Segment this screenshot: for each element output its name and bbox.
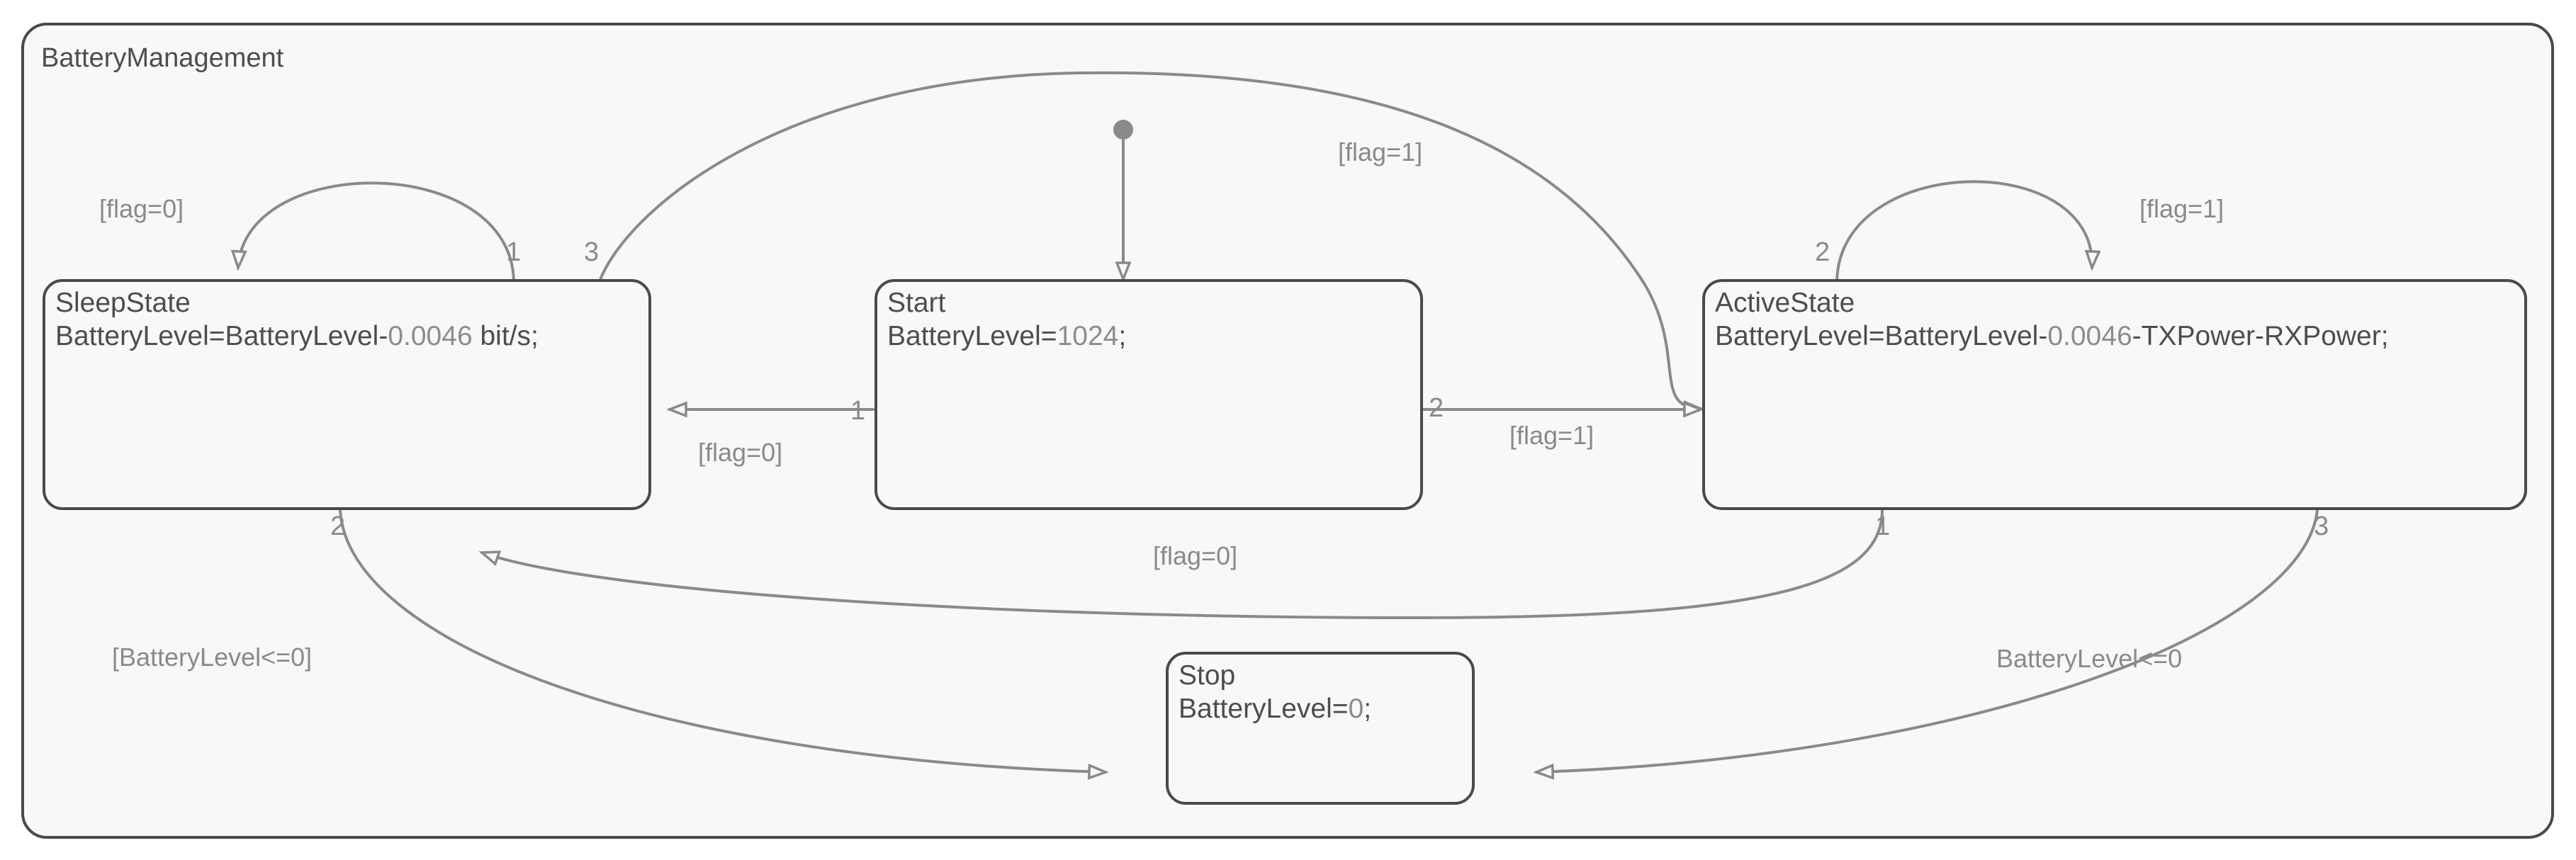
guard-label-active-self: [flag=1]	[2139, 194, 2224, 223]
machine-title: BatteryManagement	[41, 43, 284, 73]
state-action-sleepstate: BatteryLevel=BatteryLevel-0.0046 bit/s;	[55, 321, 539, 351]
transition-sleep-to-active[interactable]	[597, 71, 1701, 409]
action-literal: 0.0046	[2047, 321, 2132, 351]
transition-active-to-sleep[interactable]	[482, 509, 1884, 620]
guard-label-start-to-active: [flag=1]	[1509, 421, 1594, 450]
action-suffix: bit/s;	[473, 321, 539, 351]
guard-label-active-to-stop: BatteryLevel<=0	[1996, 644, 2182, 673]
transition-active-self[interactable]	[1835, 180, 2092, 285]
transition-sleep-self[interactable]	[238, 181, 515, 285]
state-action-start: BatteryLevel=1024;	[887, 321, 1126, 351]
order-label-sleep-to-active: 3	[584, 237, 599, 267]
action-suffix: -TXPower-RXPower;	[2132, 321, 2389, 351]
guard-label-active-to-sleep: [flag=0]	[1153, 541, 1237, 570]
action-prefix: BatteryLevel=BatteryLevel-	[55, 321, 388, 351]
order-label-start-to-active: 2	[1429, 393, 1444, 423]
guard-label-sleep-self: [flag=0]	[99, 194, 184, 223]
state-action-stop: BatteryLevel=0;	[1179, 694, 1371, 724]
order-label-start-to-sleep: 1	[850, 396, 865, 426]
state-box-stop[interactable]	[1166, 652, 1475, 805]
transition-active-to-stop[interactable]	[1536, 509, 2319, 772]
action-prefix: BatteryLevel=	[887, 321, 1057, 351]
state-box-start[interactable]	[874, 279, 1423, 510]
action-suffix: ;	[1118, 321, 1126, 351]
guard-label-sleep-to-stop: [BatteryLevel<=0]	[112, 643, 312, 672]
state-title-stop: Stop	[1179, 660, 1235, 691]
guard-label-sleep-to-active: [flag=1]	[1338, 137, 1422, 166]
action-literal: 1024	[1057, 321, 1119, 351]
state-title-activestate: ActiveState	[1715, 288, 1855, 318]
order-label-sleep-self: 1	[506, 237, 521, 267]
state-action-activestate: BatteryLevel=BatteryLevel-0.0046-TXPower…	[1715, 321, 2389, 351]
action-literal: 0	[1349, 694, 1364, 724]
state-title-sleepstate: SleepState	[55, 288, 191, 318]
state-box-sleepstate[interactable]	[43, 279, 651, 510]
order-label-active-self: 2	[1815, 237, 1830, 267]
order-label-sleep-to-stop: 2	[330, 511, 345, 541]
action-prefix: BatteryLevel=	[1179, 694, 1349, 724]
order-label-active-to-stop: 3	[2314, 511, 2329, 541]
action-literal: 0.0046	[388, 321, 472, 351]
initial-state-dot	[1113, 120, 1133, 140]
transition-sleep-to-stop[interactable]	[339, 509, 1106, 772]
action-prefix: BatteryLevel=BatteryLevel-	[1715, 321, 2047, 351]
guard-label-start-to-sleep: [flag=0]	[698, 438, 782, 467]
state-title-start: Start	[887, 288, 946, 318]
order-label-active-to-sleep: 1	[1875, 511, 1890, 541]
action-suffix: ;	[1363, 694, 1371, 724]
state-box-activestate[interactable]	[1702, 279, 2527, 510]
